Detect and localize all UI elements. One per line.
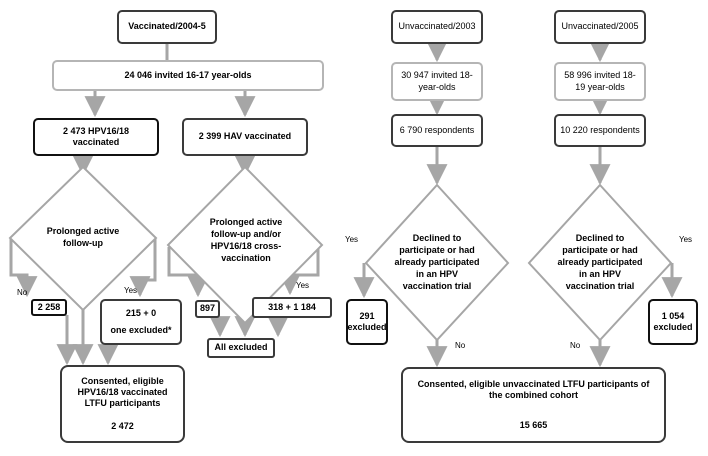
- combined-cohort-title: Consented, eligible unvaccinated LTFU pa…: [417, 379, 650, 401]
- header-2005-label: Unvaccinated/2005: [561, 21, 639, 32]
- consented-vaccinated-box: Consented, eligible HPV16/18 vaccinated …: [60, 365, 185, 443]
- box-2258-label: 2 258: [37, 301, 61, 312]
- arrow-hav-yes: [279, 245, 320, 296]
- decision-hav-diamond: [166, 165, 324, 325]
- arrow-hav-no: [167, 247, 209, 298]
- excluded-2003-label: 291 excluded: [347, 310, 387, 332]
- decision-hav-text: Prolonged active follow-up and/or HPV16/…: [198, 205, 294, 275]
- all-excluded-label: All excluded: [214, 342, 268, 353]
- arrow-hpv-no: [9, 238, 38, 298]
- invited-vaccinated-label: 24 046 invited 16-17 year-olds: [124, 69, 252, 80]
- decision-hpv-label: Prolonged active follow-up: [46, 225, 120, 248]
- respondents-2005-label: 10 220 respondents: [560, 124, 640, 135]
- arrow-hpv-yes: [129, 238, 157, 298]
- decision-2003-diamond: [364, 183, 510, 342]
- label-hpv-yes: Yes: [124, 286, 138, 295]
- label-hav-yes: Yes: [296, 281, 310, 290]
- consented-vaccinated-title: Consented, eligible HPV16/18 vaccinated …: [77, 375, 168, 409]
- decision-2005-label: Declined to participate or had already p…: [557, 232, 643, 292]
- decision-2003-label: Declined to participate or had already p…: [394, 232, 480, 292]
- box-897-label: 897: [199, 303, 216, 314]
- decision-hav-label: Prolonged active follow-up and/or HPV16/…: [209, 216, 283, 264]
- hav-vaccinated-label: 2 399 HAV vaccinated: [198, 131, 292, 142]
- excluded-2003-box: 291 excluded: [346, 299, 388, 345]
- decision-2005-text: Declined to participate or had already p…: [557, 222, 643, 302]
- label-hpv-no: No: [17, 288, 28, 297]
- box-215-label: 215 + 0: [125, 307, 157, 318]
- label-2003-yes: Yes: [345, 235, 359, 244]
- respondents-2003-label: 6 790 respondents: [399, 124, 475, 135]
- invited-vaccinated-box: 24 046 invited 16-17 year-olds: [52, 60, 324, 91]
- label-2003-no: No: [455, 341, 466, 350]
- respondents-2003-box: 6 790 respondents: [391, 114, 483, 147]
- invited-2003-box: 30 947 invited 18-year-olds: [391, 62, 483, 101]
- hpv-vaccinated-label: 2 473 HPV16/18 vaccinated: [62, 125, 130, 147]
- consented-vaccinated-count: 2 472: [111, 421, 134, 432]
- hav-vaccinated-box: 2 399 HAV vaccinated: [182, 118, 308, 156]
- header-unvaccinated-2003: Unvaccinated/2003: [391, 10, 483, 44]
- header-vaccinated-label: Vaccinated/2004-5: [128, 21, 206, 32]
- invited-2005-label: 58 996 invited 18-19 year-olds: [564, 70, 636, 92]
- invited-2005-box: 58 996 invited 18-19 year-olds: [554, 62, 646, 101]
- decision-2003-text: Declined to participate or had already p…: [394, 222, 480, 302]
- box-215-note: one excluded*: [110, 325, 172, 335]
- box-897: 897: [195, 300, 220, 318]
- excluded-2005-label: 1 054 excluded: [653, 310, 693, 332]
- combined-cohort-box: Consented, eligible unvaccinated LTFU pa…: [401, 367, 666, 443]
- label-2005-yes: Yes: [679, 235, 693, 244]
- respondents-2005-box: 10 220 respondents: [554, 114, 646, 147]
- decision-2005-diamond: [527, 183, 673, 342]
- hpv-vaccinated-box: 2 473 HPV16/18 vaccinated: [33, 118, 159, 156]
- label-2005-no: No: [570, 341, 581, 350]
- header-2003-label: Unvaccinated/2003: [398, 21, 476, 32]
- box-318-label: 318 + 1 184: [268, 301, 316, 312]
- box-2258: 2 258: [31, 299, 67, 316]
- header-vaccinated: Vaccinated/2004-5: [117, 10, 217, 44]
- combined-cohort-count: 15 665: [519, 419, 548, 430]
- box-all-excluded: All excluded: [207, 338, 275, 358]
- box-318: 318 + 1 184: [252, 297, 332, 318]
- header-unvaccinated-2005: Unvaccinated/2005: [554, 10, 646, 44]
- invited-2003-label: 30 947 invited 18-year-olds: [401, 70, 473, 92]
- decision-hpv-text: Prolonged active follow-up: [40, 222, 126, 252]
- decision-hpv-diamond: [8, 165, 158, 312]
- excluded-2005-box: 1 054 excluded: [648, 299, 698, 345]
- box-215: 215 + 0 one excluded*: [100, 299, 182, 345]
